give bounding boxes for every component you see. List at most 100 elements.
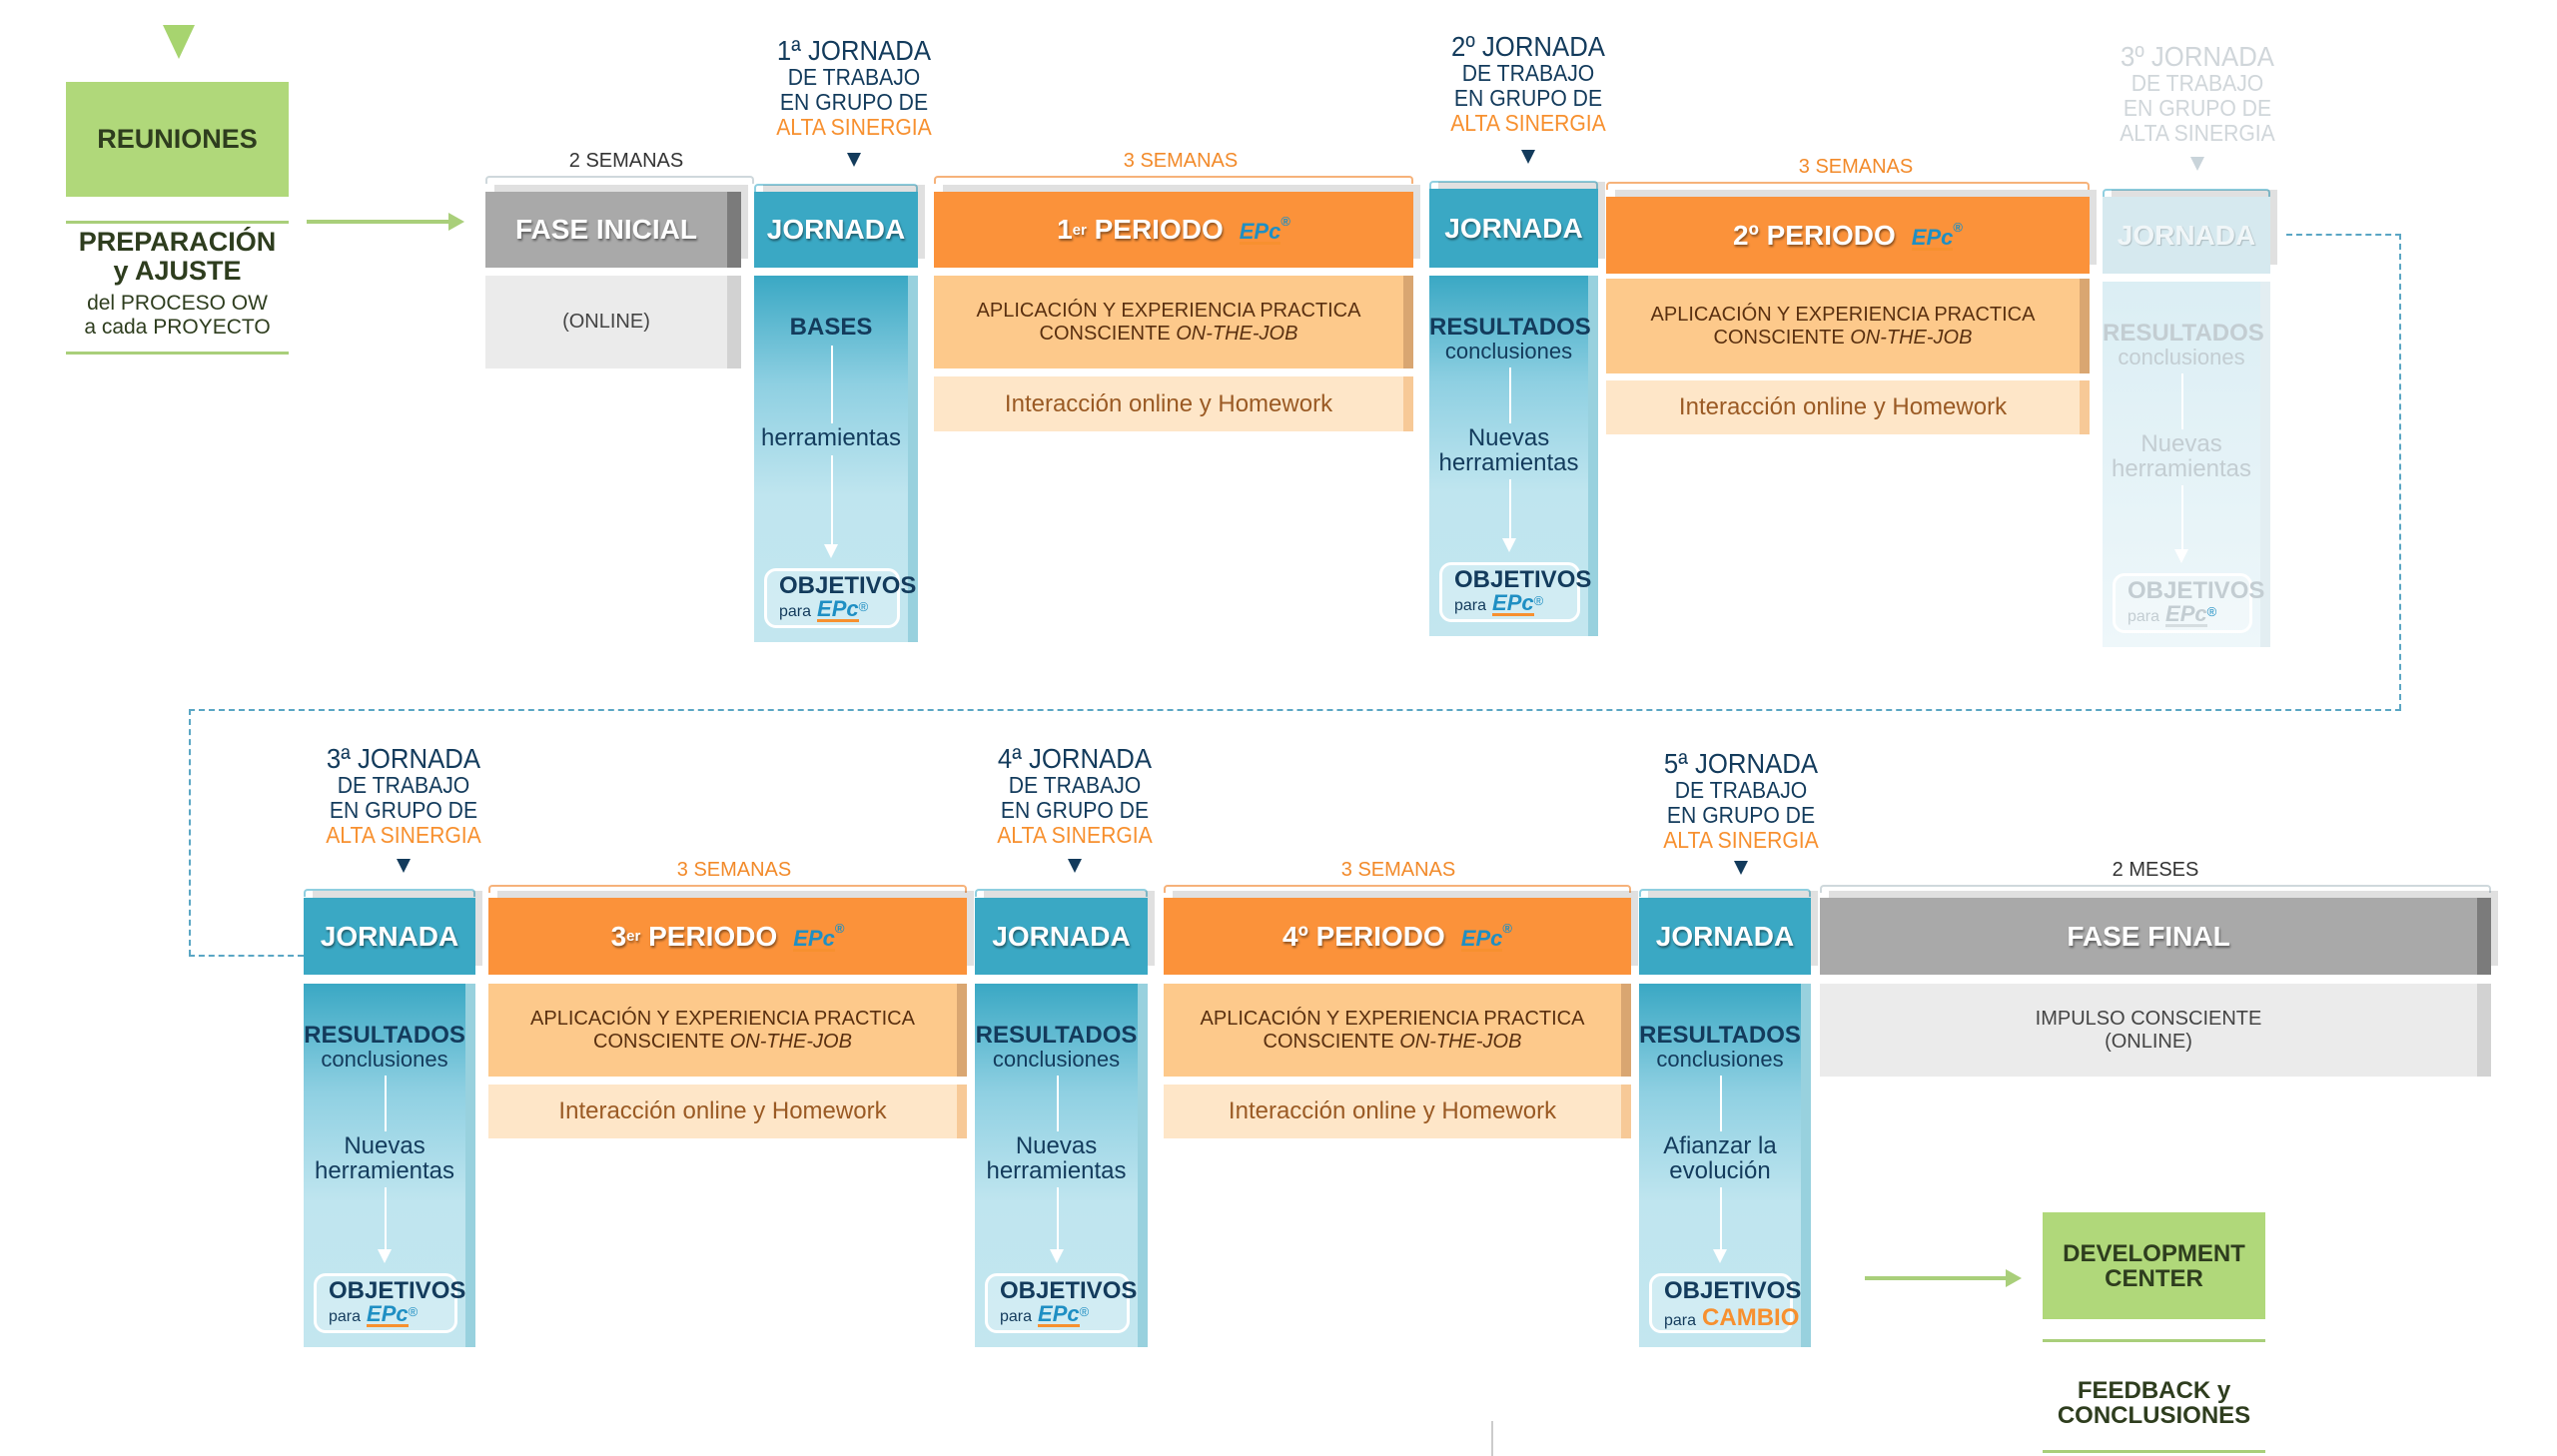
periodo-number: 3 [610, 920, 627, 952]
jornada-title: RESULTADOS [304, 1022, 465, 1049]
connector-dashed [2399, 234, 2401, 710]
jornada-title: RESULTADOS [1429, 314, 1591, 341]
jornada-title: RESULTADOS [2103, 320, 2264, 347]
jornada-header: JORNADA [1429, 189, 1598, 268]
objetivos-label: OBJETIVOS [2128, 577, 2265, 604]
connector-dashed [189, 955, 304, 957]
arrow-down-icon [847, 153, 861, 167]
jornada-mid-line: herramientas [2111, 455, 2252, 482]
fase-body-line: (ONLINE) [562, 311, 650, 333]
preparation-block: PREPARACIÓN y AJUSTE del PROCESO OW a ca… [66, 228, 289, 340]
application-text: CONSCIENTE [593, 1030, 730, 1053]
jornada-subtitle: conclusiones [2118, 345, 2245, 369]
periodo-superscript: er [1072, 221, 1087, 239]
reuniones-box: REUNIONES [66, 82, 289, 197]
epc-logo-wrap: EPc® [1455, 921, 1512, 953]
jornada-subtitle: conclusiones [992, 1047, 1121, 1072]
connector-dashed [2286, 234, 2401, 236]
heading-line: DE TRABAJO [1008, 772, 1142, 798]
fase-body: (ONLINE) [485, 276, 741, 368]
application-line: CONSCIENTE ON-THE-JOB [1040, 323, 1298, 346]
duration-label: 2 SEMANAS [568, 150, 684, 172]
arrow-down-icon [2174, 549, 2188, 563]
divider [66, 352, 289, 355]
epc-logo-wrap: EPc® [1234, 214, 1290, 246]
application-text: CONSCIENTE [1713, 326, 1851, 349]
flow-line [385, 1076, 387, 1131]
duration-bracket [934, 176, 1413, 184]
feedback-line-1: FEEDBACK y [2077, 1377, 2231, 1404]
on-the-job-text: ON-THE-JOB [1399, 1030, 1522, 1053]
arrow-head-icon [2006, 1269, 2022, 1287]
application-text: CONSCIENTE [1039, 322, 1177, 345]
application-line: APLICACIÓN Y EXPERIENCIA PRACTICA [530, 1007, 915, 1030]
jornada-label: JORNADA [1444, 212, 1583, 244]
flow-line [2181, 373, 2183, 429]
para-label: para [1000, 1308, 1033, 1325]
epc-logo: EPc [1460, 925, 1503, 952]
arrow-down-icon [2190, 157, 2204, 171]
jornada-label: JORNADA [766, 214, 906, 245]
jornada-mid-line: herramientas [986, 1157, 1127, 1184]
jornada-bracket [1429, 181, 1598, 189]
interaction-text: Interacción online y Homework [558, 1097, 887, 1124]
registered-mark: ® [408, 1304, 419, 1319]
heading-line: EN GRUPO DE [1000, 797, 1150, 823]
start-triangle-icon [163, 25, 195, 59]
periodo-interaction: Interacción online y Homework [1164, 1085, 1631, 1138]
objetivos-label: OBJETIVOS [329, 1277, 466, 1304]
jornada-bracket [754, 184, 918, 192]
jornada-label: JORNADA [1655, 920, 1795, 952]
arrow-head-icon [448, 213, 464, 231]
jornada-header: JORNADA [975, 898, 1148, 975]
periodo-title: PERIODO [1758, 219, 1896, 251]
duration-bracket [1820, 885, 2491, 893]
divider [1491, 1421, 1493, 1456]
flow-line [1508, 367, 1511, 423]
epc-logo: EPc [793, 925, 835, 952]
prep-title-2: y AJUSTE [113, 256, 242, 286]
fase-title: FASE INICIAL [514, 214, 697, 245]
jornada-label: JORNADA [992, 920, 1131, 952]
epc-logo-wrap: EPc® [787, 921, 844, 953]
jornada-title: RESULTADOS [1639, 1022, 1801, 1049]
duration-bracket [1164, 885, 1631, 893]
jornada-label: JORNADA [320, 920, 459, 952]
jornada-header: JORNADA [304, 898, 475, 975]
fase-header: FASE FINAL [1820, 898, 2491, 975]
arrow-down-icon [824, 544, 838, 558]
jornada-mid-line: herramientas [760, 424, 902, 451]
epc-logo: EPc [1911, 224, 1954, 251]
epc-logo: EPc [817, 596, 859, 622]
para-label: para [2128, 608, 2160, 625]
jornada-header: JORNADA [1639, 898, 1811, 975]
heading-line: EN GRUPO DE [1453, 85, 1603, 111]
objetivos-label: OBJETIVOS [1664, 1277, 1802, 1304]
on-the-job-text: ON-THE-JOB [1176, 322, 1298, 345]
registered-mark: ® [858, 599, 869, 614]
fase-title: FASE FINAL [2067, 920, 2230, 952]
duration-label: 3 SEMANAS [1340, 859, 1456, 881]
periodo-interaction: Interacción online y Homework [488, 1085, 967, 1138]
heading-highlight: ALTA SINERGIA [1450, 110, 1606, 136]
arrow-right-icon [307, 220, 451, 224]
flow-line [2181, 485, 2183, 551]
jornada-mid-line: Nuevas [344, 1132, 426, 1159]
reuniones-label: REUNIONES [97, 124, 258, 154]
registered-mark: ® [1079, 1304, 1090, 1319]
